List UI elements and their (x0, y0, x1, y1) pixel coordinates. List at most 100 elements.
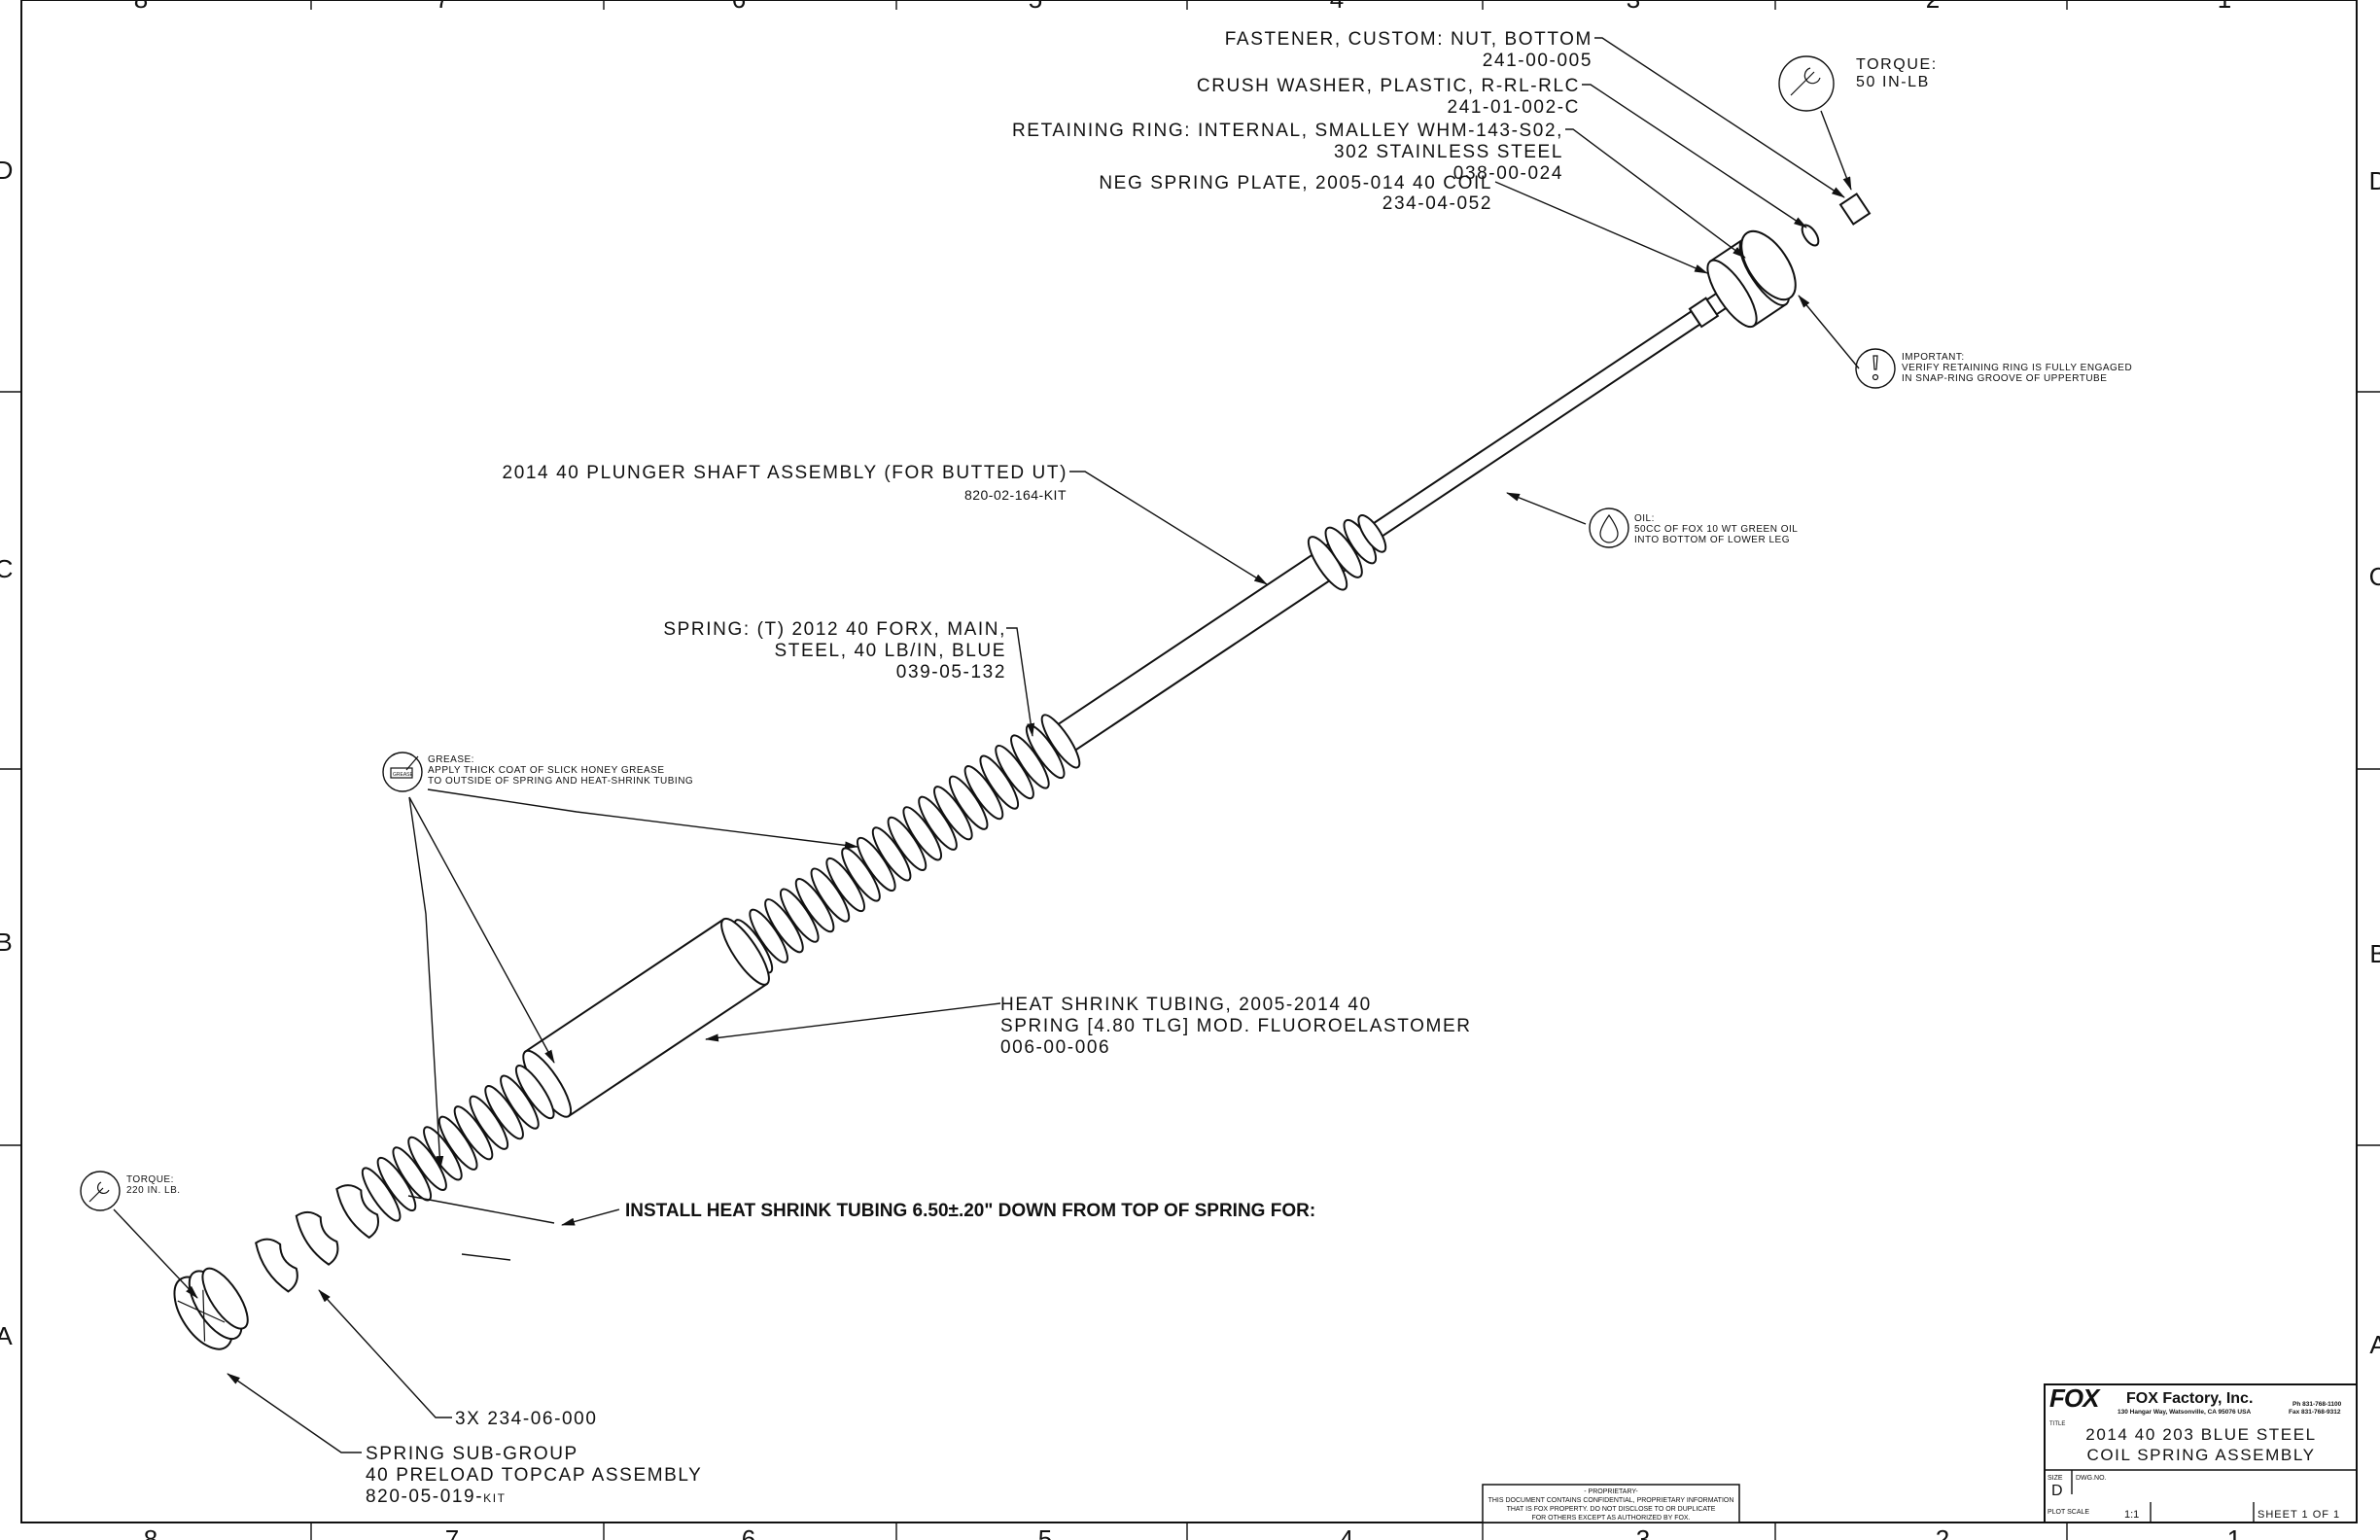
bottom-nut (1838, 192, 1872, 226)
drawing-border (20, 0, 2358, 1523)
zone-row-right: A (2369, 1330, 2380, 1359)
title-label: TITLE (2049, 1421, 2065, 1427)
fox-logo: FOX (2049, 1383, 2101, 1413)
retaining-ring (1740, 229, 1797, 301)
important-note: IMPORTANT: VERIFY RETAINING RING IS FULL… (1855, 348, 2132, 389)
zone-row-right: B (2369, 939, 2380, 968)
fastener-name: FASTENER, CUSTOM: NUT, BOTTOM (1225, 29, 1592, 50)
spring-coil (469, 1095, 509, 1150)
company-phone: Ph 831-768-1100 (2292, 1401, 2342, 1408)
spring-name: SPRING: (T) 2012 40 FORX, MAIN, (663, 619, 1006, 640)
oil-note: OIL: 50CC OF FOX 10 WT GREEN OIL INTO BO… (1589, 508, 1798, 548)
zone-col-bottom: 1 (2227, 1524, 2241, 1540)
svg-text:GREASE:: GREASE: (428, 754, 474, 765)
zone-col-bottom: 5 (1038, 1524, 1052, 1540)
retaining-ring-name: RETAINING RING: INTERNAL, SMALLEY WHM-14… (1012, 121, 1563, 141)
svg-text:THIS DOCUMENT CONTAINS CONFIDE: THIS DOCUMENT CONTAINS CONFIDENTIAL, PRO… (1488, 1497, 1734, 1504)
svg-text:THAT IS FOX PROPERTY. DO NOT: THAT IS FOX PROPERTY. DO NOT DISCLOSE TO… (1507, 1506, 1716, 1513)
torque-note-top: TORQUE: 50 IN-LB (1778, 55, 1938, 112)
zone-row-right: D (2369, 166, 2380, 195)
fastener-pn: 241-00-005 (1483, 51, 1592, 71)
zone-col-top: 8 (134, 0, 148, 14)
zone-row-left: C (0, 554, 13, 583)
plunger-name: 2014 40 PLUNGER SHAFT ASSEMBLY (FOR BUTT… (503, 463, 1068, 483)
part-callouts: FASTENER, CUSTOM: NUT, BOTTOM 241-00-005… (503, 29, 1592, 682)
svg-text:TORQUE:: TORQUE: (1856, 56, 1938, 73)
spring-coil (514, 1065, 555, 1120)
company-fax: Fax 831-768-9312 (2289, 1409, 2341, 1416)
svg-text:OIL:: OIL: (1634, 513, 1655, 524)
retaining-ring-material: 302 STAINLESS STEEL (1334, 142, 1563, 162)
drawing-title-line2: COIL SPRING ASSEMBLY (2086, 1446, 2315, 1464)
heat-shrink-pn: 006-00-006 (1000, 1037, 1110, 1058)
zone-col-top: 3 (1627, 0, 1640, 14)
zone-col-bottom: 7 (445, 1524, 459, 1540)
zone-col-top: 1 (2218, 0, 2231, 14)
main-spring-lower (361, 1065, 555, 1222)
oil-drop-icon (1589, 508, 1629, 548)
torque-note-bottom: TORQUE: 220 IN. LB. (80, 1171, 181, 1211)
neg-plate-name: NEG SPRING PLATE, 2005-014 40 COIL (1099, 173, 1492, 193)
svg-text:50 IN-LB: 50 IN-LB (1856, 74, 1930, 90)
zone-row-right: C (2369, 562, 2380, 591)
sub-group-name: SPRING SUB-GROUP (366, 1444, 578, 1464)
crush-washer (1801, 224, 1820, 247)
svg-text:VERIFY RETAINING RING IS FULLY: VERIFY RETAINING RING IS FULLY ENGAGED (1902, 363, 2132, 373)
elastomer-pn: 3X 234-06-000 (455, 1409, 598, 1429)
spring-assembly (173, 237, 1790, 1350)
wrench-icon (1778, 55, 1835, 112)
svg-text:GREASE: GREASE (393, 772, 414, 778)
drawing-title-line1: 2014 40 203 BLUE STEEL (2085, 1425, 2316, 1444)
svg-text:- PROPRIETARY-: - PROPRIETARY- (1584, 1488, 1638, 1495)
zone-col-bottom: 6 (742, 1524, 755, 1540)
proprietary-notice: - PROPRIETARY- THIS DOCUMENT CONTAINS CO… (1482, 1484, 1740, 1523)
zone-row-left: B (0, 928, 13, 957)
neg-plate-pn: 234-04-052 (1382, 193, 1492, 214)
washer-pn: 241-01-002-C (1448, 97, 1580, 118)
svg-text:50CC OF FOX 10 WT GREEN OIL: 50CC OF FOX 10 WT GREEN OIL (1634, 524, 1798, 535)
sub-group-desc: 40 PRELOAD TOPCAP ASSEMBLY (366, 1465, 702, 1486)
svg-text:FOR OTHERS EXCEPT AS AUTHORIZE: FOR OTHERS EXCEPT AS AUTHORIZED BY FOX. (1531, 1515, 1690, 1522)
spring-coil (1040, 714, 1081, 769)
svg-text:IMPORTANT:: IMPORTANT: (1902, 352, 1965, 363)
spring-coil (500, 1074, 540, 1130)
wrench-icon (80, 1171, 121, 1211)
zone-row-left: D (0, 156, 13, 185)
grease-icon (382, 752, 423, 792)
zone-col-bottom: 8 (144, 1524, 158, 1540)
plunger-shaft (1054, 541, 1350, 753)
grease-note: GREASE GREASE: APPLY THICK COAT OF SLICK… (382, 752, 693, 792)
spring-spec: STEEL, 40 LB/IN, BLUE (775, 641, 1006, 661)
leader-lines (113, 37, 1860, 1453)
part-callouts-left: HEAT SHRINK TUBING, 2005-2014 40 SPRING … (366, 995, 1470, 1507)
svg-text:INTO BOTTOM OF LOWER LEG: INTO BOTTOM OF LOWER LEG (1634, 535, 1790, 545)
preload-topcap (173, 1267, 249, 1350)
size-value: D (2051, 1483, 2063, 1499)
zone-col-bottom: 3 (1636, 1524, 1650, 1540)
svg-text:220 IN. LB.: 220 IN. LB. (126, 1185, 181, 1196)
install-note: INSTALL HEAT SHRINK TUBING 6.50±.20" DOW… (625, 1201, 1315, 1221)
plot-scale-label: PLOT SCALE (2048, 1509, 2089, 1516)
zone-col-top: 2 (1926, 0, 1940, 14)
company-name: FOX Factory, Inc. (2126, 1390, 2253, 1407)
title-block: FOX FOX Factory, Inc. 130 Hangar Way, Wa… (2044, 1383, 2358, 1523)
retaining-ring-pn: 038-00-024 (1453, 163, 1563, 184)
heat-shrink-tube (522, 917, 770, 1118)
spring-coil (361, 1167, 402, 1222)
main-spring-upper (733, 714, 1081, 974)
plot-scale-value: 1:1 (2124, 1509, 2139, 1521)
svg-text:IN SNAP-RING GROOVE OF UPPERTU: IN SNAP-RING GROOVE OF UPPERTUBE (1902, 373, 2107, 384)
shaft-collar (1307, 513, 1387, 591)
spring-pn: 039-05-132 (896, 662, 1006, 682)
sub-group-pn: 820-05-019-KIT (366, 1487, 507, 1507)
heat-shrink-name: HEAT SHRINK TUBING, 2005-2014 40 (1000, 995, 1372, 1015)
zone-col-top: 5 (1029, 0, 1042, 14)
dwg-no-label: DWG.NO. (2076, 1475, 2107, 1482)
svg-text:TORQUE:: TORQUE: (126, 1174, 174, 1185)
zone-col-top: 7 (436, 0, 449, 14)
svg-text:TO OUTSIDE OF SPRING AND HEAT-: TO OUTSIDE OF SPRING AND HEAT-SHRINK TUB… (428, 776, 693, 787)
zone-col-bottom: 2 (1936, 1524, 1949, 1540)
